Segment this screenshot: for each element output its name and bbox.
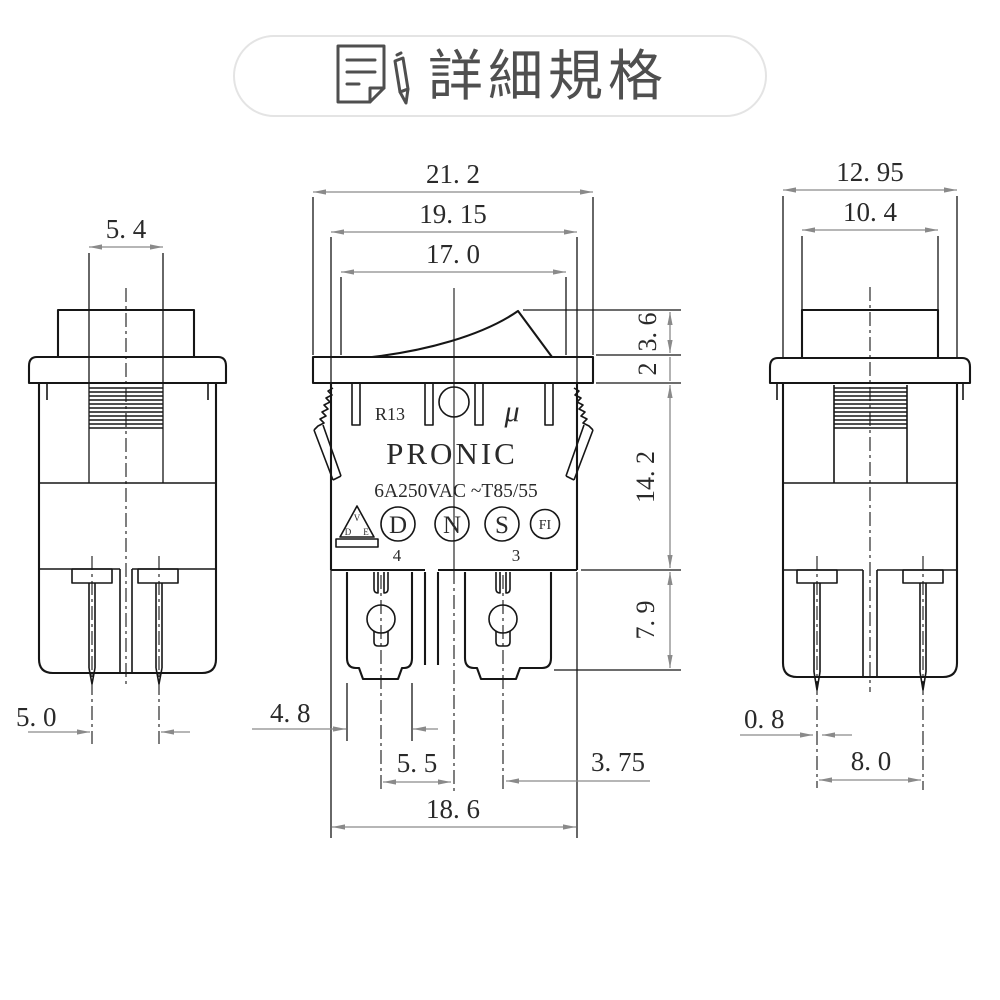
left-view-centerlines bbox=[91, 288, 160, 744]
dim-right-overall-width: 12. 95 bbox=[836, 157, 904, 187]
dim-front-terminal-height: 7. 9 bbox=[631, 601, 660, 640]
dim-right-pin-thickness: 0. 8 bbox=[744, 704, 785, 734]
dim-right-pin-pitch: 8. 0 bbox=[851, 746, 892, 776]
micro-gap-symbol: μ bbox=[503, 395, 519, 428]
vde-mark-letter-d: D bbox=[345, 527, 352, 537]
dim-front-body-height: 14. 2 bbox=[631, 451, 660, 503]
dim-right-button-width: 10. 4 bbox=[843, 197, 898, 227]
cert-mark-n: N bbox=[443, 512, 461, 539]
dim-front-body-width: 19. 15 bbox=[419, 199, 487, 229]
front-view-centerlines bbox=[380, 288, 504, 792]
front-view: 21. 2 19. 15 17. 0 3. 6 2 14. 2 7. 9 4. … bbox=[252, 159, 681, 838]
cert-mark-d: D bbox=[389, 512, 407, 539]
dim-front-overall-width: 21. 2 bbox=[426, 159, 480, 189]
cert-mark-fi: FI bbox=[539, 518, 552, 533]
vde-mark-letter-v: V bbox=[354, 513, 361, 523]
vde-mark-letter-e: E bbox=[363, 527, 369, 537]
radius-label: R13 bbox=[375, 404, 405, 424]
front-view-extension-lines bbox=[312, 197, 681, 838]
left-side-view: 5. 4 5. 0 bbox=[16, 214, 228, 744]
dim-front-flange-thickness: 2 bbox=[633, 363, 662, 376]
dim-left-rib-width: 5. 4 bbox=[106, 214, 147, 244]
left-view-details bbox=[39, 383, 216, 685]
dim-front-mounting-width: 18. 6 bbox=[426, 794, 480, 824]
dim-front-pin-to-center: 5. 5 bbox=[397, 748, 438, 778]
right-view-extension-lines bbox=[782, 196, 958, 357]
right-view-centerlines bbox=[816, 287, 924, 790]
front-view-outline bbox=[311, 309, 595, 681]
terminal-number-4: 4 bbox=[393, 546, 402, 565]
section-title-box: 詳細規格 bbox=[233, 35, 767, 117]
dim-front-pin-to-edge: 3. 75 bbox=[591, 747, 645, 777]
dim-front-opening-width: 17. 0 bbox=[426, 239, 480, 269]
right-view-dimension-lines bbox=[740, 187, 957, 783]
dim-front-terminal-block-width: 4. 8 bbox=[270, 698, 311, 728]
dim-front-rocker-height: 3. 6 bbox=[633, 313, 662, 352]
left-view-extension-lines bbox=[88, 253, 164, 483]
terminal-number-3: 3 bbox=[512, 546, 521, 565]
dim-left-pin-pitch: 5. 0 bbox=[16, 702, 57, 732]
document-pencil-icon bbox=[336, 44, 410, 105]
front-view-dimension-lines bbox=[252, 189, 673, 830]
brand-label: PRONIC bbox=[386, 436, 518, 471]
page-title: 詳細規格 bbox=[427, 44, 668, 107]
left-view-dimension-lines bbox=[28, 244, 190, 735]
left-view-outline bbox=[27, 308, 228, 675]
cert-mark-s: S bbox=[495, 512, 509, 539]
rating-label: 6A250VAC ~T85/55 bbox=[374, 481, 538, 502]
right-side-view: 12. 95 10. 4 0. 8 8. 0 bbox=[740, 157, 972, 790]
